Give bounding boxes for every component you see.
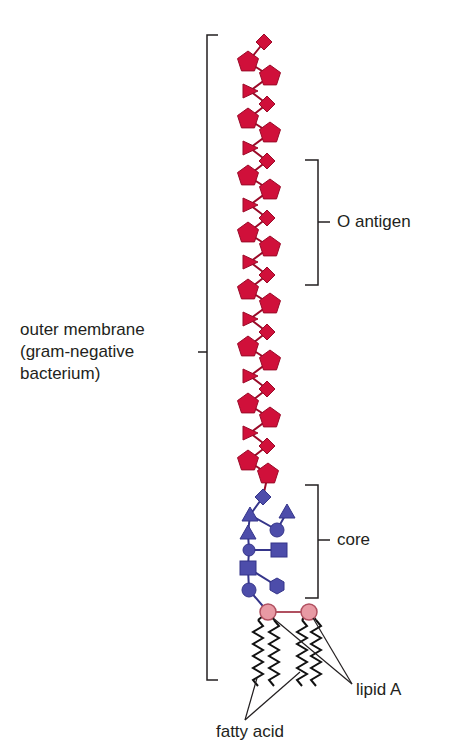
- o-antigen-bracket-part: [318, 221, 330, 223]
- core-oligosaccharide-part: [270, 523, 284, 537]
- lipid-a-part: [260, 604, 276, 620]
- o-antigen-chain-part: [259, 438, 275, 454]
- o-antigen-bracket-part: [305, 160, 318, 285]
- o-antigen-chain-part: [258, 463, 279, 483]
- o-antigen-chain-part: [260, 65, 281, 85]
- o-antigen-chain-part: [243, 312, 258, 326]
- o-antigen-chain-part: [238, 450, 259, 470]
- core-bracket: [305, 485, 330, 598]
- o-antigen-chain-part: [243, 141, 258, 155]
- o-antigen-chain-part: [259, 267, 275, 283]
- o-antigen-chain-part: [238, 393, 259, 413]
- o-antigen-bracket: [305, 160, 330, 285]
- core-oligosaccharide-part: [271, 543, 287, 557]
- core-oligosaccharide-part: [279, 504, 295, 518]
- o-antigen-chain-part: [259, 324, 275, 340]
- o-antigen-chain-part: [259, 153, 275, 169]
- lipid-a: [258, 604, 317, 620]
- o-antigen-chain-part: [238, 51, 259, 71]
- o-antigen-chain-part: [256, 34, 272, 50]
- o-antigen-chain-part: [243, 426, 258, 440]
- o-antigen-chain-part: [243, 84, 258, 98]
- core-oligosaccharide-part: [255, 489, 271, 505]
- core-bracket-part: [318, 539, 330, 541]
- o-antigen-chain-part: [260, 122, 281, 142]
- o-antigen-chain-part: [238, 165, 259, 185]
- fatty-acid-chains-part: [253, 620, 263, 686]
- o-antigen-chain-part: [260, 179, 281, 199]
- lipid-a-label: lipid A: [356, 679, 446, 701]
- o-antigen-chain-part: [259, 96, 275, 112]
- core-oligosaccharide-part: [242, 583, 256, 597]
- core-oligosaccharide-part: [242, 507, 258, 521]
- leader-lines-part: [245, 672, 300, 720]
- core-oligosaccharide: [240, 489, 295, 612]
- o-antigen-chain-part: [260, 236, 281, 256]
- fatty-acid-label: fatty acid: [205, 721, 295, 743]
- o-antigen-chain-part: [238, 222, 259, 242]
- o-antigen-chain: [238, 34, 281, 497]
- o-antigen-chain-part: [238, 279, 259, 299]
- leader-lines-part: [245, 678, 257, 720]
- o-antigen-chain-part: [238, 108, 259, 128]
- leader-lines-part: [273, 618, 352, 684]
- core-bracket-part: [305, 485, 318, 598]
- leader-lines-part: [313, 618, 352, 684]
- outer-membrane-bracket-part: [207, 35, 218, 680]
- o-antigen-chain-part: [238, 336, 259, 356]
- o-antigen-chain-part: [260, 350, 281, 370]
- o-antigen-chain-part: [243, 198, 258, 212]
- core-oligosaccharide-part: [270, 578, 284, 594]
- o-antigen-chain-part: [259, 210, 275, 226]
- outer-membrane-label: outer membrane (gram-negative bacterium): [20, 319, 170, 385]
- core-label: core: [337, 529, 437, 551]
- core-oligosaccharide-part: [240, 561, 256, 575]
- outer-membrane-bracket-part: [198, 351, 207, 353]
- o-antigen-chain-part: [260, 407, 281, 427]
- fatty-acid-chains-part: [269, 620, 279, 686]
- lipid-a-part: [301, 604, 317, 620]
- o-antigen-chain-part: [259, 381, 275, 397]
- leader-lines: [245, 618, 352, 720]
- o-antigen-label: O antigen: [337, 211, 447, 233]
- o-antigen-chain-part: [260, 293, 281, 313]
- o-antigen-chain-part: [243, 255, 258, 269]
- core-oligosaccharide-part: [243, 544, 255, 556]
- core-oligosaccharide-part: [240, 525, 256, 539]
- fatty-acid-chains-part: [297, 620, 307, 686]
- o-antigen-chain-part: [243, 369, 258, 383]
- outer-membrane-bracket: [198, 35, 218, 680]
